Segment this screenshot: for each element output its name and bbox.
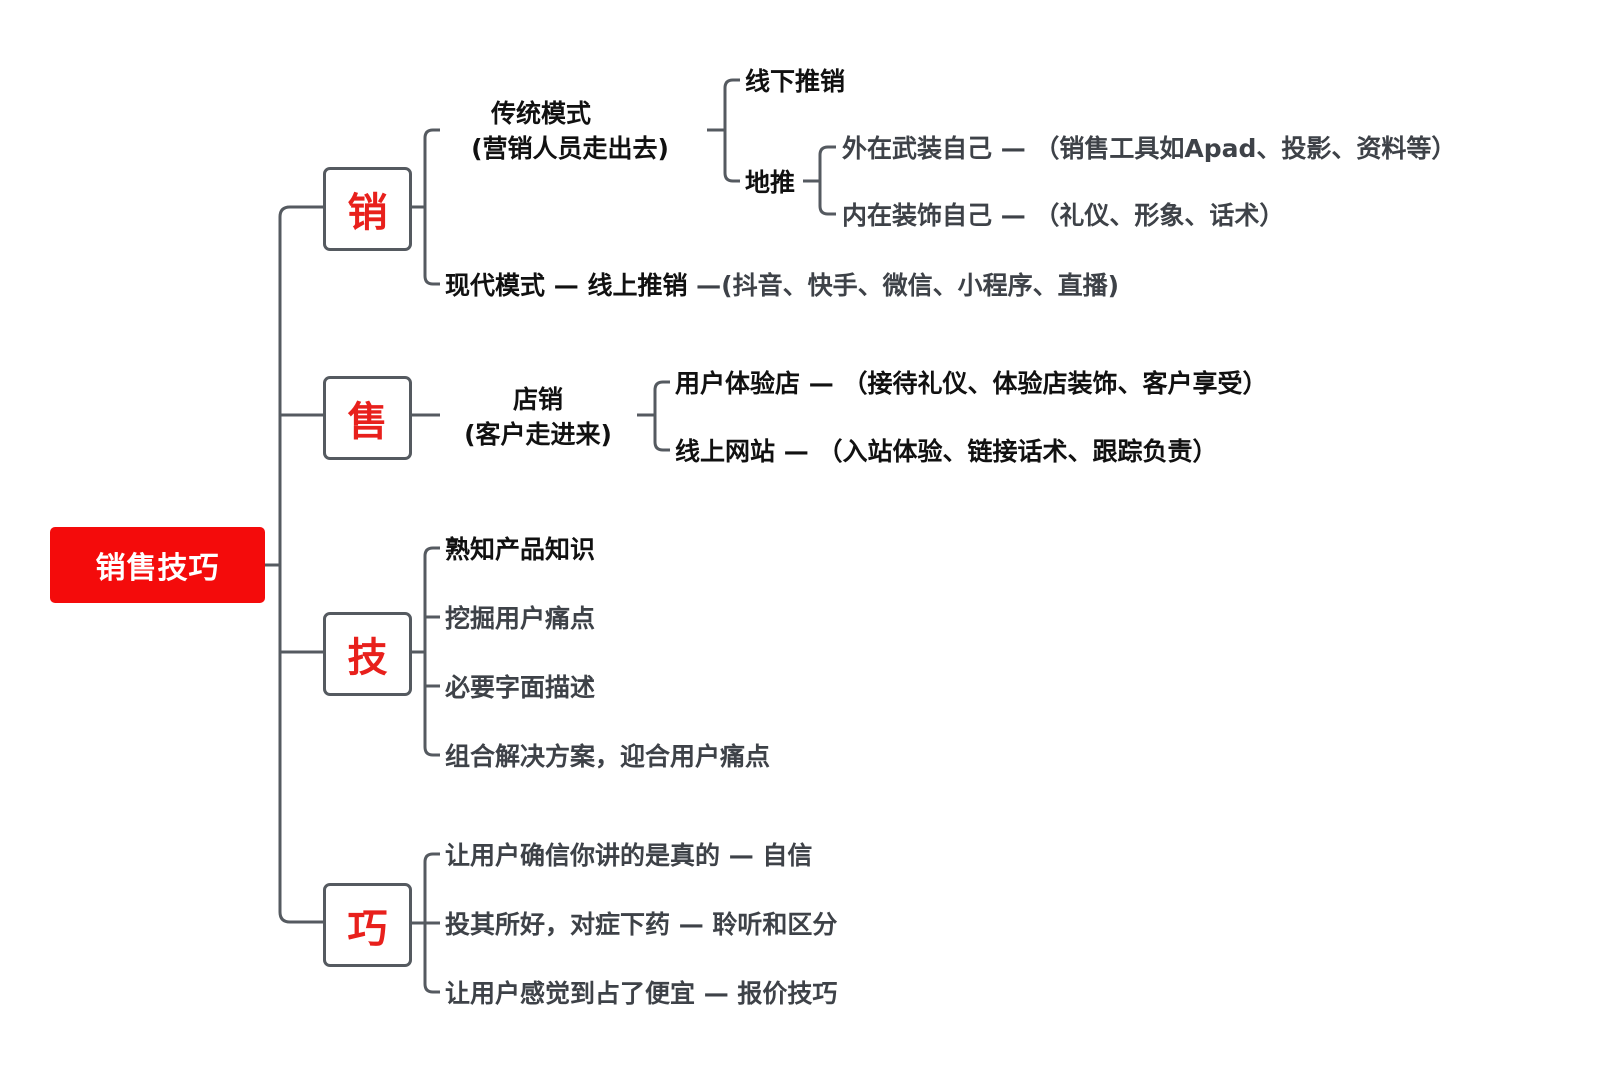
- ground-promotion-node[interactable]: 地推: [745, 168, 796, 197]
- store-sales-subtitle: (客户走进来): [464, 420, 612, 449]
- list-item[interactable]: 投其所好，对症下药 — 聆听和区分: [445, 910, 838, 939]
- traditional-mode-subtitle: (营销人员走出去): [471, 134, 669, 163]
- online-promotion-label: — 线上推销: [553, 271, 688, 300]
- store-sales-title[interactable]: 店销: [512, 385, 564, 414]
- modern-mode-row[interactable]: 现代模式 — 线上推销 —(抖音、快手、微信、小程序、直播): [445, 266, 1119, 302]
- list-item[interactable]: 组合解决方案，迎合用户痛点: [445, 742, 771, 771]
- website-detail: — （入站体验、链接话术、跟踪负责）: [783, 437, 1218, 466]
- root-node[interactable]: 销售技巧: [50, 527, 265, 603]
- branch-node-qiao[interactable]: 巧: [323, 883, 412, 967]
- branch-node-ji[interactable]: 技: [323, 612, 412, 696]
- website-label: 线上网站: [675, 437, 776, 466]
- traditional-mode-title[interactable]: 传统模式: [490, 99, 592, 128]
- website-row[interactable]: 线上网站 — （入站体验、链接话术、跟踪负责）: [675, 432, 1217, 468]
- list-item[interactable]: 熟知产品知识: [445, 535, 596, 564]
- connector: [723, 78, 740, 183]
- connector: [653, 380, 670, 452]
- connector: [423, 128, 440, 286]
- experience-store-detail: — （接待礼仪、体验店装饰、客户享受）: [808, 369, 1268, 398]
- list-item[interactable]: 让用户确信你讲的是真的 — 自信: [445, 841, 813, 870]
- modern-mode-label: 现代模式: [445, 271, 546, 300]
- list-item[interactable]: 必要字面描述: [445, 673, 596, 702]
- experience-store-label: 用户体验店: [675, 369, 801, 398]
- inner-decoration-node[interactable]: 内在装饰自己 — （礼仪、形象、话术）: [842, 201, 1285, 230]
- connector: [423, 546, 440, 757]
- connector: [818, 145, 836, 216]
- connector: [278, 205, 323, 924]
- experience-store-row[interactable]: 用户体验店 — （接待礼仪、体验店装饰、客户享受）: [675, 364, 1267, 400]
- connector: [423, 852, 440, 994]
- outer-equipment-node[interactable]: 外在武装自己 — （销售工具如Apad、投影、资料等）: [842, 134, 1457, 163]
- branch-node-xiao[interactable]: 销: [323, 167, 412, 251]
- list-item[interactable]: 挖掘用户痛点: [445, 604, 596, 633]
- online-promotion-detail: —(抖音、快手、微信、小程序、直播): [696, 271, 1120, 300]
- offline-promotion-node[interactable]: 线下推销: [745, 67, 846, 96]
- list-item[interactable]: 让用户感觉到占了便宜 — 报价技巧: [445, 979, 838, 1008]
- branch-node-shou[interactable]: 售: [323, 376, 412, 460]
